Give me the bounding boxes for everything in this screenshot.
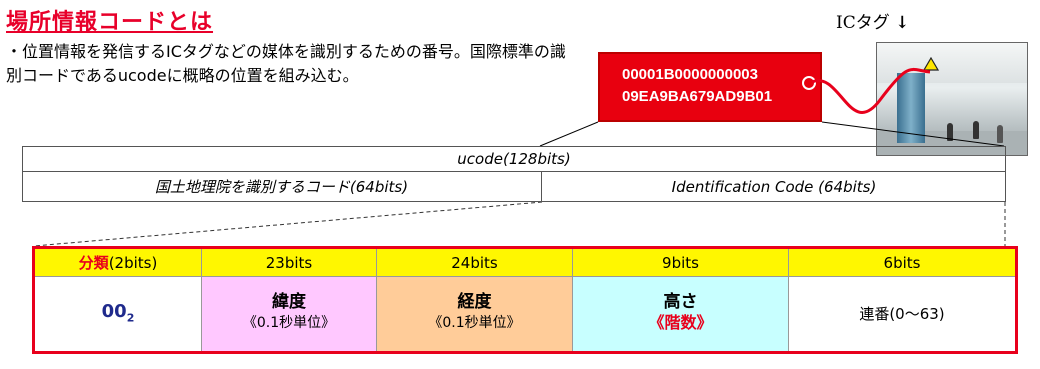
longitude-label: 経度	[457, 292, 492, 312]
code-line-1: 00001B0000000003	[622, 66, 758, 83]
header-latitude-bits: 23bits	[202, 249, 377, 277]
longitude-cell: 経度 《0.1秒単位》	[377, 277, 573, 351]
serial-label: 連番(0〜63)	[859, 305, 945, 323]
header-classification: 分類(2bits)	[35, 249, 202, 277]
ucode-total-label: ucode(128bits)	[22, 146, 1006, 172]
classification-subscript: 2	[126, 311, 135, 325]
ucode-gsi-code-label: 国土地理院を識別するコード(64bits)	[22, 172, 542, 202]
down-arrow-icon: ↓	[895, 13, 910, 33]
ucode-identification-label: Identification Code (64bits)	[671, 178, 877, 196]
page-title: 場所情報コードとは	[6, 10, 214, 35]
header-height-bits: 9bits	[573, 249, 789, 277]
serial-cell: 連番(0〜63)	[789, 277, 1015, 351]
ic-tag-marker-icon	[923, 57, 939, 71]
classification-value: 00	[101, 301, 127, 322]
height-unit: 《階数》	[648, 313, 713, 332]
height-label: 高さ	[663, 292, 698, 312]
ucode-frame	[22, 146, 1006, 202]
description-text: ・位置情報を発信するICタグなどの媒体を識別するための番号。国際標準の識別コード…	[6, 42, 566, 85]
longitude-unit: 《0.1秒単位》	[428, 315, 521, 331]
code-line-2: 09EA9BA679AD9B01	[622, 88, 773, 105]
latitude-label: 緯度	[272, 292, 306, 312]
code-sample-box: 00001B0000000003 09EA9BA679AD9B01	[598, 52, 822, 122]
height-cell: 高さ 《階数》	[573, 277, 789, 351]
bits-breakdown-table: 分類(2bits) 23bits 24bits 9bits 6bits 002 …	[32, 246, 1018, 354]
header-serial-bits: 6bits	[789, 249, 1015, 277]
connector-circle-icon	[802, 76, 816, 90]
header-classification-main: 分類	[78, 254, 109, 272]
station-photo	[876, 42, 1028, 156]
latitude-unit: 《0.1秒単位》	[242, 315, 336, 331]
header-classification-bits: (2bits)	[108, 254, 158, 272]
ic-tag-text: ICタグ	[836, 13, 890, 33]
classification-cell: 002	[35, 277, 202, 351]
ic-tag-label: ICタグ ↓	[836, 8, 909, 33]
header-longitude-bits: 24bits	[377, 249, 573, 277]
latitude-cell: 緯度 《0.1秒単位》	[202, 277, 377, 351]
